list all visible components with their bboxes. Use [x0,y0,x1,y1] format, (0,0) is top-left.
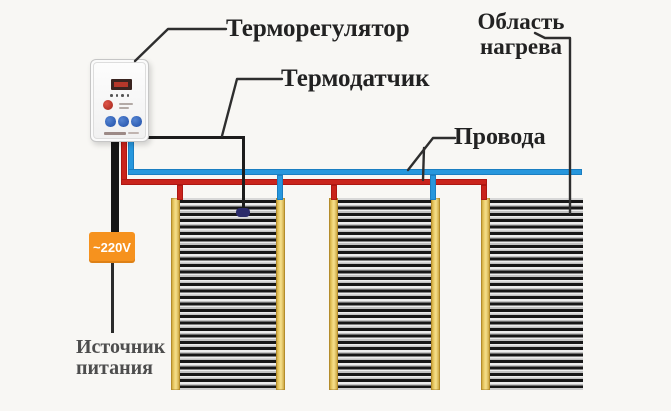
heating-area-label: Область нагрева [468,9,574,59]
blue-wire-vertical [128,140,134,175]
copper-bus-left [171,198,180,390]
thermal-sensor-icon [236,208,250,217]
heating-area-line1: Область [477,9,565,34]
sensor-wire-vertical [242,136,245,211]
red-wire-vertical [121,140,127,185]
thermostat-display [111,79,132,90]
blue-wire-drop-panel-1 [277,175,283,200]
power-source-label: Источник питания [76,337,165,379]
indicator-dots [110,94,129,97]
device-brand-marks [104,132,126,135]
power-source-line1: Источник [76,336,166,358]
heating-panel-1 [171,198,285,390]
display-digits [114,82,128,87]
blue-wire-drop-panel-2 [430,175,436,200]
device-brand-marks [128,132,139,134]
heating-panel-2 [329,198,440,390]
power-wire-black [111,140,119,233]
thermoregulator-faceplate [93,62,146,139]
thermoregulator-label: Терморегулятор [226,15,410,42]
copper-bus-right [276,198,285,390]
heating-film-stripes [490,198,583,390]
power-source-box: ~220V [89,232,135,263]
thermoregulator-leader-line [133,27,228,63]
thermosensor-label: Термодатчик [281,65,430,92]
voltage-label: ~220V [93,240,131,255]
device-label-marks [119,103,133,105]
power-button [103,100,113,110]
wires-leader-branch [421,146,426,182]
heating-film-stripes [180,198,276,390]
blue-wire-horizontal [128,169,582,175]
copper-bus-right [431,198,440,390]
wires-leader-line [406,136,457,172]
red-wire-drop-panel-2 [331,185,337,200]
device-label-marks [119,107,129,109]
red-wire-horizontal [121,179,487,185]
heating-film-stripes [338,198,431,390]
power-source-line2: питания [76,357,153,379]
heating-area-leader-line [533,31,572,215]
heating-panel-3 [481,198,583,390]
thermosensor-leader-line [220,77,284,138]
red-wire-drop-panel-1 [177,185,183,200]
heating-area-line2: нагрева [479,34,563,59]
red-wire-drop-panel-3 [481,185,487,200]
copper-bus-left [329,198,338,390]
copper-bus-left [481,198,490,390]
power-wire-lower [111,263,114,333]
wires-label: Провода [454,124,546,150]
control-buttons [105,116,142,127]
thermoregulator-device [90,59,149,142]
sensor-wire-horizontal [147,136,245,139]
